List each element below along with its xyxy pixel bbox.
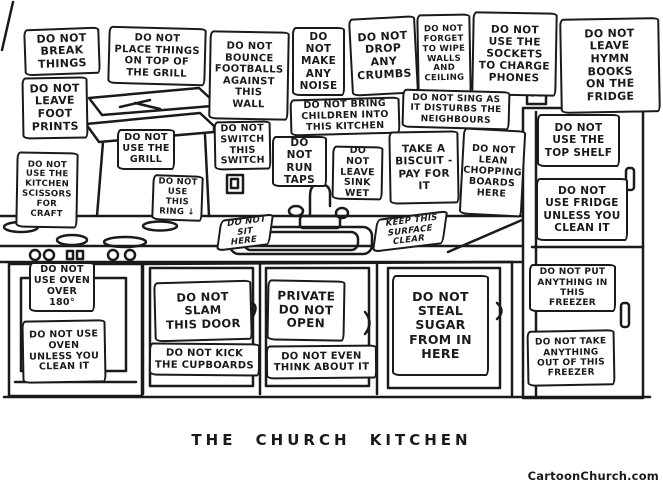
sign-chopping-boards: DO NOT LEAN CHOPPING BOARDS HERE — [458, 127, 527, 218]
watermark: CartoonChurch.com — [527, 469, 659, 483]
light-switch-icon — [225, 173, 245, 195]
sign-bounce-footballs: DO NOT BOUNCE FOOTBALLS AGAINST THIS WAL… — [208, 30, 290, 121]
freezer-handle-icon — [619, 301, 631, 329]
sign-take-biscuit: TAKE A BISCUIT - PAY FOR IT — [388, 130, 460, 205]
sign-bring-children: DO NOT BRING CHILDREN INTO THIS KITCHEN — [289, 96, 401, 137]
cartoon-caption: THE CHURCH KITCHEN — [191, 431, 472, 449]
sign-hymn-books: DO NOT LEAVE HYMN BOOKS ON THE FRIDGE — [559, 17, 661, 114]
sign-switch-switch: DO NOT SWITCH THIS SWITCH — [213, 120, 272, 171]
door-handle-icon — [495, 301, 503, 321]
sign-drop-crumbs: DO NOT DROP ANY CRUMBS — [348, 15, 419, 97]
sign-foot-prints: DO NOT LEAVE FOOT PRINTS — [21, 76, 89, 140]
sign-place-on-grill: DO NOT PLACE THINGS ON TOP OF THE GRILL — [107, 25, 207, 87]
sign-make-noise: DO NOT MAKE ANY NOISE — [292, 27, 345, 96]
door-handle-icon — [250, 301, 257, 320]
sign-top-shelf: DO NOT USE THE TOP SHELF — [537, 114, 620, 167]
sign-sink-wet: DO NOT LEAVE SINK WET — [331, 145, 384, 201]
sign-run-taps: DO NOT RUN TAPS — [272, 136, 327, 187]
sign-use-ring: DO NOT USE THIS RING ↓ — [151, 174, 204, 222]
sign-private: PRIVATE DO NOT OPEN — [266, 279, 346, 342]
sign-fridge-clean: DO NOT USE FRIDGE UNLESS YOU CLEAN IT — [536, 178, 628, 241]
sign-break-things: DO NOT BREAK THINGS — [23, 26, 101, 77]
door-handle-icon — [363, 310, 371, 336]
sign-sing-neighbours: DO NOT SING AS IT DISTURBS THE NEIGHBOUR… — [401, 88, 511, 131]
sign-oven-clean: DO NOT USE OVEN UNLESS YOU CLEAN IT — [21, 319, 107, 384]
sign-steal-sugar: DO NOT STEAL SUGAR FROM IN HERE — [392, 275, 489, 376]
sign-freezer-take: DO NOT TAKE ANYTHING OUT OF THIS FREEZER — [526, 329, 616, 387]
sign-use-sockets: DO NOT USE THE SOCKETS TO CHARGE PHONES — [471, 11, 558, 97]
oven-knobs — [28, 248, 137, 262]
sign-think-about-it: DO NOT EVEN THINK ABOUT IT — [265, 344, 378, 380]
sign-kick-cupboards: DO NOT KICK THE CUPBOARDS — [148, 342, 261, 377]
sign-oven-180: DO NOT USE OVEN OVER 180° — [29, 262, 95, 312]
sign-kitchen-scissors: DO NOT USE THE KITCHEN SCISSORS FOR CRAF… — [15, 151, 79, 229]
wall-corner-line — [0, 0, 15, 52]
sign-use-grill: DO NOT USE THE GRILL — [117, 129, 175, 170]
sign-slam-door: DO NOT SLAM THIS DOOR — [153, 279, 253, 343]
cupboard-doors — [141, 260, 514, 398]
sign-wipe-walls: DO NOT FORGET TO WIPE WALLS AND CEILING — [416, 13, 472, 96]
sign-freezer-put: DO NOT PUT ANYTHING IN THIS FREEZER — [529, 264, 616, 312]
